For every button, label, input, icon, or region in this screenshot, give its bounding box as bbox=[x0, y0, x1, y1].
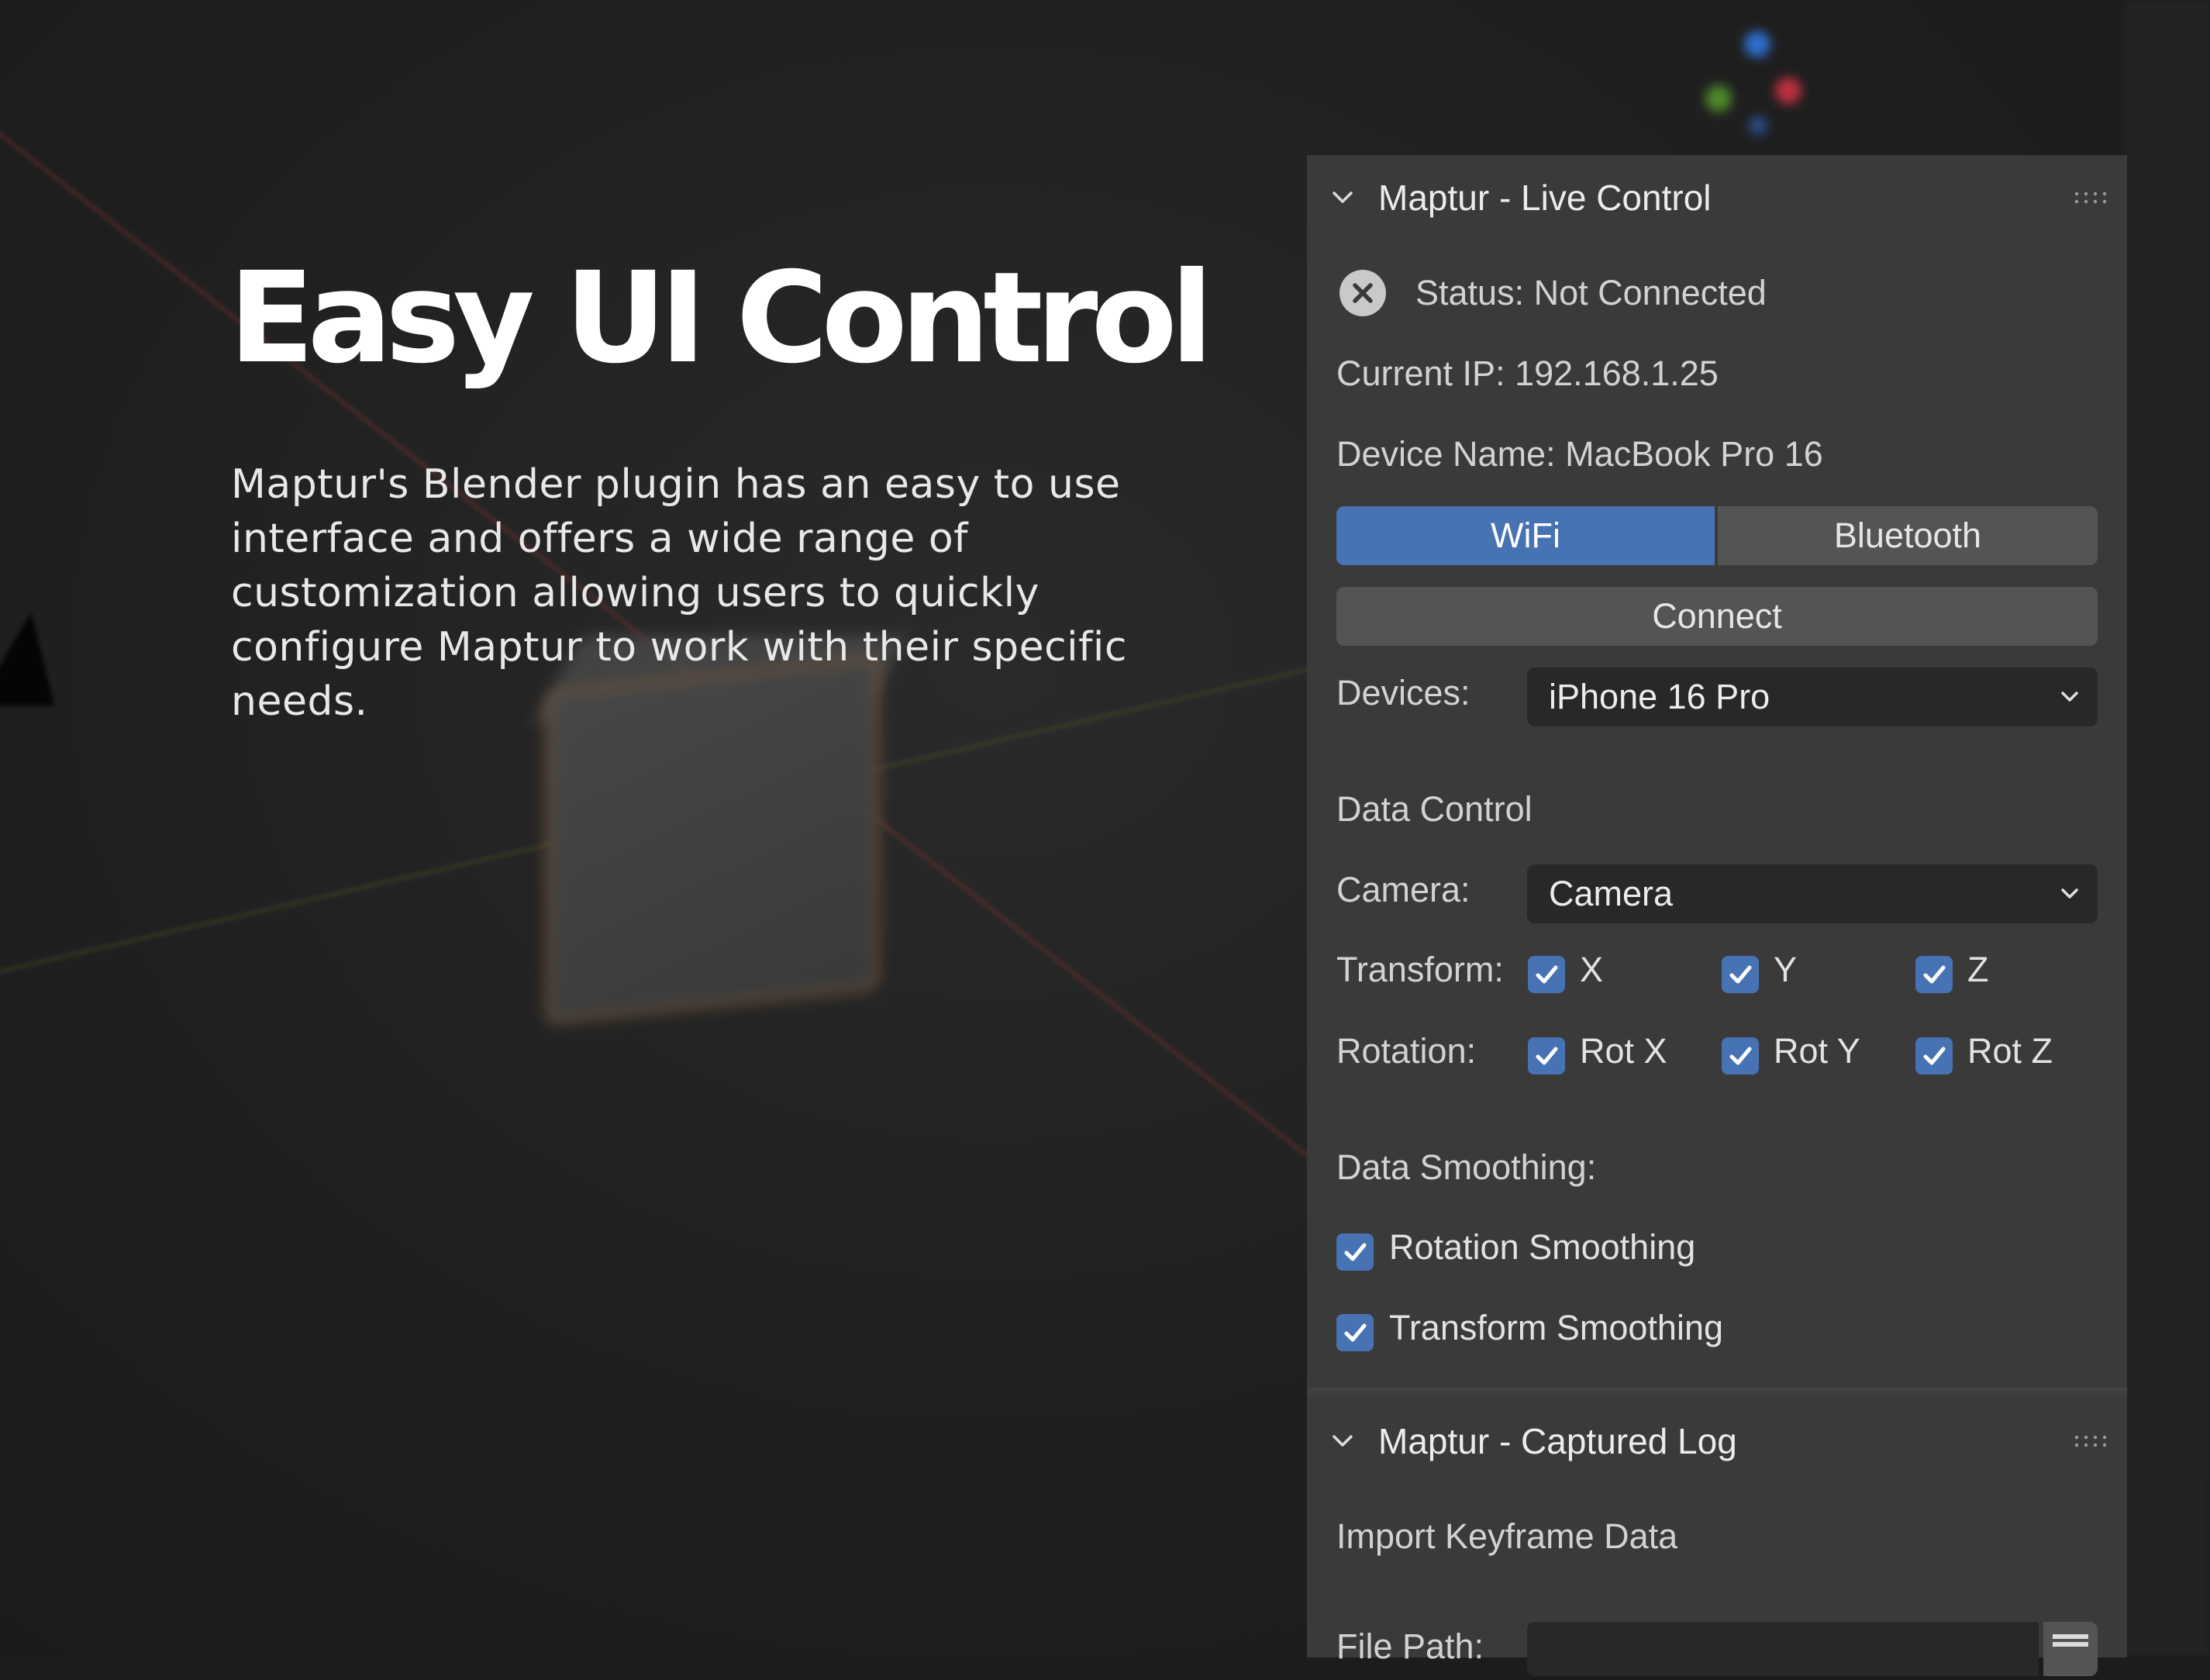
chevron-down-icon[interactable] bbox=[1332, 186, 1353, 208]
sidebar-panel: Maptur - Live Control Status: Not Connec… bbox=[1307, 155, 2127, 1676]
camera-dropdown-value: Camera bbox=[1549, 874, 1674, 913]
captured-log-title: Maptur - Captured Log bbox=[1378, 1421, 1737, 1461]
y-axis-gizmo-icon bbox=[1705, 85, 1732, 112]
bluetooth-toggle[interactable]: Bluetooth bbox=[1718, 506, 2098, 565]
devices-dropdown[interactable]: iPhone 16 Pro bbox=[1527, 668, 2098, 726]
transform-z-checkbox[interactable] bbox=[1915, 956, 1953, 993]
properties-sidebar-edge bbox=[2124, 0, 2210, 1658]
transform-y-checkbox[interactable] bbox=[1722, 956, 1759, 993]
rotation-smoothing-checkbox[interactable] bbox=[1336, 1233, 1374, 1271]
camera-dropdown[interactable]: Camera bbox=[1527, 864, 2098, 923]
rotation-label: Rotation: bbox=[1336, 1031, 1477, 1071]
x-axis-gizmo-icon bbox=[1775, 78, 1801, 104]
wifi-toggle[interactable]: WiFi bbox=[1336, 506, 1715, 565]
check-icon bbox=[1536, 965, 1558, 984]
live-control-header[interactable]: Maptur - Live Control bbox=[1307, 155, 2127, 240]
camera-label: Camera: bbox=[1336, 870, 1470, 909]
camera-object bbox=[0, 612, 54, 705]
check-icon bbox=[1729, 1047, 1752, 1065]
panel-divider bbox=[1307, 1388, 2127, 1399]
check-icon bbox=[1923, 1047, 1946, 1065]
data-control-heading: Data Control bbox=[1336, 789, 1533, 829]
data-smoothing-heading: Data Smoothing: bbox=[1336, 1147, 1597, 1187]
connection-status: Status: Not Connected bbox=[1415, 273, 1767, 312]
transform-y-label: Y bbox=[1774, 950, 1798, 989]
neg-z-gizmo-icon bbox=[1749, 116, 1767, 135]
file-browse-button[interactable] bbox=[2043, 1622, 2098, 1676]
transform-x-label: X bbox=[1580, 950, 1604, 989]
chevron-down-icon bbox=[2061, 888, 2078, 899]
rotation-x-checkbox[interactable] bbox=[1528, 1037, 1565, 1075]
chevron-down-icon bbox=[2061, 692, 2078, 702]
transform-label: Transform: bbox=[1336, 950, 1504, 989]
headline: Easy UI Control bbox=[229, 246, 1213, 392]
transform-x-checkbox[interactable] bbox=[1528, 956, 1565, 993]
captured-log-header[interactable]: Maptur - Captured Log bbox=[1307, 1399, 2127, 1484]
rotation-z-checkbox[interactable] bbox=[1915, 1037, 1953, 1075]
description: Maptur's Blender plugin has an easy to u… bbox=[231, 461, 1127, 725]
rotation-z-label: Rot Z bbox=[1967, 1031, 2053, 1071]
transform-z-label: Z bbox=[1967, 950, 1989, 989]
check-icon bbox=[1536, 1047, 1558, 1065]
x-circle-icon bbox=[1339, 270, 1386, 316]
transform-smoothing-label: Transform Smoothing bbox=[1389, 1308, 1723, 1347]
z-axis-gizmo-icon bbox=[1744, 31, 1770, 57]
rotation-y-label: Rot Y bbox=[1774, 1031, 1860, 1071]
rotation-x-label: Rot X bbox=[1580, 1031, 1667, 1071]
file-path-input[interactable] bbox=[1527, 1622, 2039, 1676]
check-icon bbox=[1344, 1243, 1367, 1261]
device-name: Device Name: MacBook Pro 16 bbox=[1336, 434, 1823, 474]
navigation-gizmo bbox=[1698, 31, 1822, 155]
folder-icon bbox=[2053, 1634, 2088, 1647]
live-control-title: Maptur - Live Control bbox=[1378, 178, 1712, 218]
import-keyframe-heading: Import Keyframe Data bbox=[1336, 1516, 1678, 1556]
rotation-smoothing-label: Rotation Smoothing bbox=[1389, 1227, 1696, 1267]
devices-dropdown-value: iPhone 16 Pro bbox=[1549, 677, 1770, 716]
connect-button[interactable]: Connect bbox=[1336, 587, 2098, 646]
check-icon bbox=[1923, 965, 1946, 984]
devices-label: Devices: bbox=[1336, 673, 1470, 712]
chevron-down-icon[interactable] bbox=[1332, 1430, 1353, 1451]
rotation-y-checkbox[interactable] bbox=[1722, 1037, 1759, 1075]
file-path-label: File Path: bbox=[1336, 1627, 1484, 1666]
check-icon bbox=[1729, 965, 1752, 984]
current-ip: Current IP: 192.168.1.25 bbox=[1336, 354, 1719, 393]
drag-grip-icon[interactable] bbox=[2074, 191, 2110, 205]
drag-grip-icon[interactable] bbox=[2074, 1434, 2110, 1448]
transform-smoothing-checkbox[interactable] bbox=[1336, 1314, 1374, 1351]
check-icon bbox=[1344, 1323, 1367, 1342]
